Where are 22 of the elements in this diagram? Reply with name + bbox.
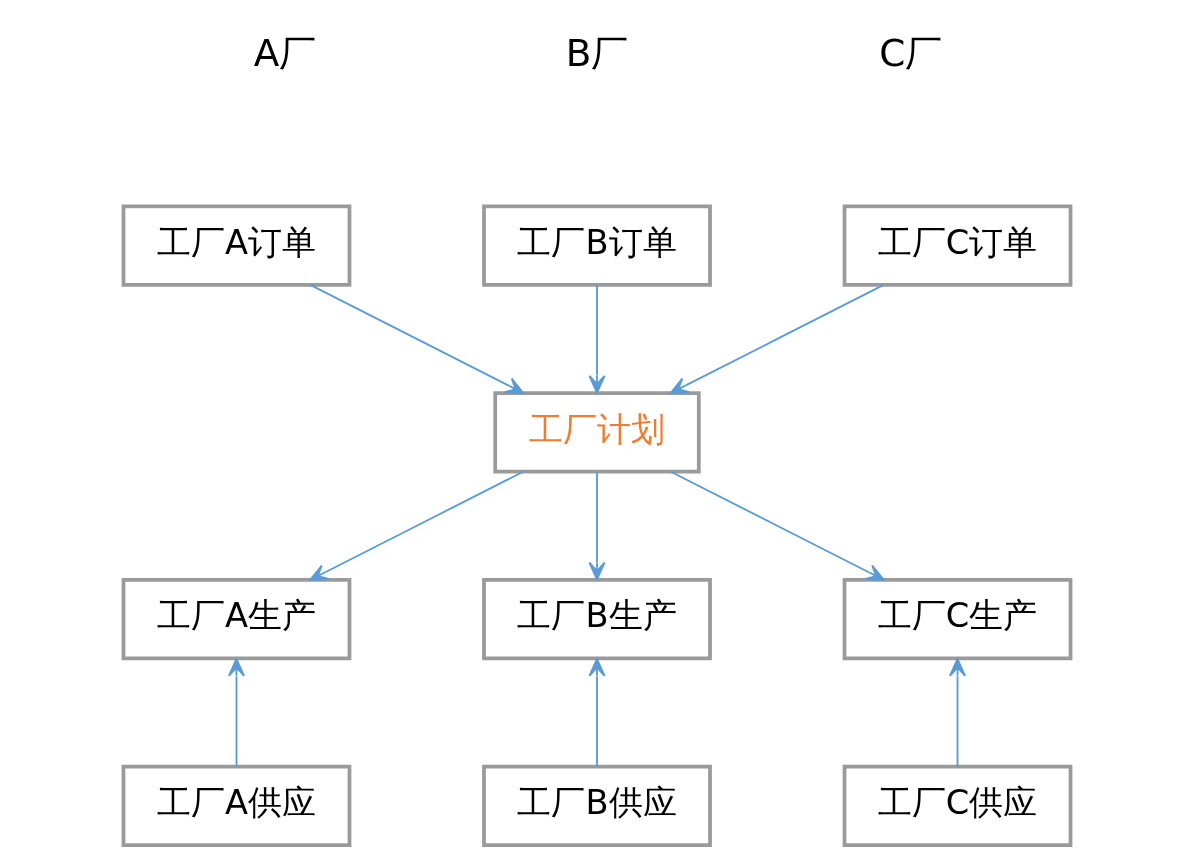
arrow [588,284,606,394]
node-box: 工厂B订单 [482,204,712,287]
label: B厂 [565,31,629,76]
node-box: 工厂B生产 [482,578,712,661]
node-box: 工厂A供应 [121,764,352,848]
arrow [309,470,525,581]
arrow [669,284,885,394]
arrow [669,470,885,581]
node-box: 工厂A订单 [121,204,352,287]
arrow [309,284,525,394]
arrow [228,658,245,768]
node-box: 工厂C订单 [842,204,1073,287]
arrow [949,658,966,768]
node-box: 工厂C生产 [842,578,1073,661]
arrow [588,471,606,581]
node-box: 工厂A生产 [121,578,352,661]
label: C厂 [879,31,943,76]
label: A厂 [253,31,317,76]
node-box: 工厂C供应 [842,764,1073,848]
node-box: 工厂B供应 [482,764,712,848]
node-box: 工厂计划 [493,391,701,474]
arrow [588,658,606,768]
